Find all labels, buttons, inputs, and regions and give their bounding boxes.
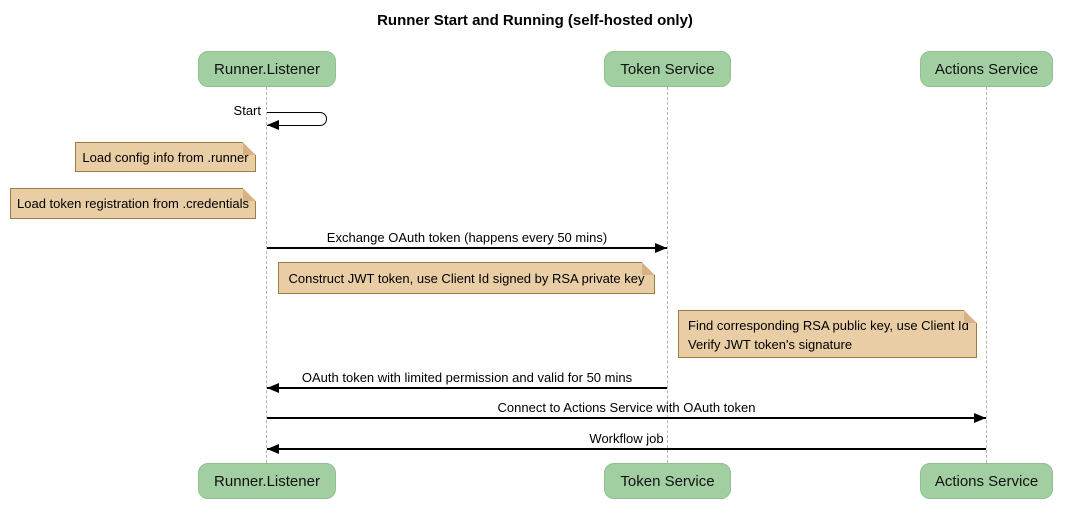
lifeline-actions-service	[986, 87, 987, 463]
message-workflow-job-line	[267, 448, 986, 450]
diagram-title: Runner Start and Running (self-hosted on…	[377, 12, 693, 29]
message-exchange-oauth-arrowhead	[655, 243, 667, 253]
actor-bottom-token-service: Token Service	[604, 463, 731, 499]
lifeline-runner-listener	[266, 87, 267, 463]
note-verify-jwt: Find corresponding RSA public key, use C…	[678, 310, 977, 358]
note-construct-jwt: Construct JWT token, use Client Id signe…	[278, 262, 655, 294]
note-load-config: Load config info from .runner	[75, 142, 256, 172]
note-verify-jwt-line-1: Find corresponding RSA public key, use C…	[688, 318, 969, 333]
message-connect-actions-label: Connect to Actions Service with OAuth to…	[497, 400, 756, 415]
actor-top-actions-service: Actions Service	[920, 51, 1053, 87]
self-message-loop	[267, 112, 327, 126]
self-message-arrowhead	[267, 120, 279, 130]
actor-top-runner-listener: Runner.Listener	[198, 51, 336, 87]
note-load-token-registration: Load token registration from .credential…	[10, 188, 256, 219]
message-oauth-token-response-line	[267, 387, 667, 389]
note-verify-jwt-line-2: Verify JWT token's signature	[688, 337, 853, 352]
actor-bottom-actions-service: Actions Service	[920, 463, 1053, 499]
message-oauth-token-response-arrowhead	[267, 383, 279, 393]
lifeline-token-service	[667, 87, 668, 463]
actor-bottom-runner-listener: Runner.Listener	[198, 463, 336, 499]
message-oauth-token-response-label: OAuth token with limited permission and …	[301, 370, 633, 385]
message-connect-actions-line	[267, 417, 986, 419]
message-workflow-job-label: Workflow job	[589, 431, 664, 446]
message-exchange-oauth-label: Exchange OAuth token (happens every 50 m…	[326, 230, 608, 245]
self-message-start-label: Start	[233, 103, 261, 118]
message-workflow-job-arrowhead	[267, 444, 279, 454]
actor-top-token-service: Token Service	[604, 51, 731, 87]
message-connect-actions-arrowhead	[974, 413, 986, 423]
message-exchange-oauth-line	[267, 247, 667, 249]
